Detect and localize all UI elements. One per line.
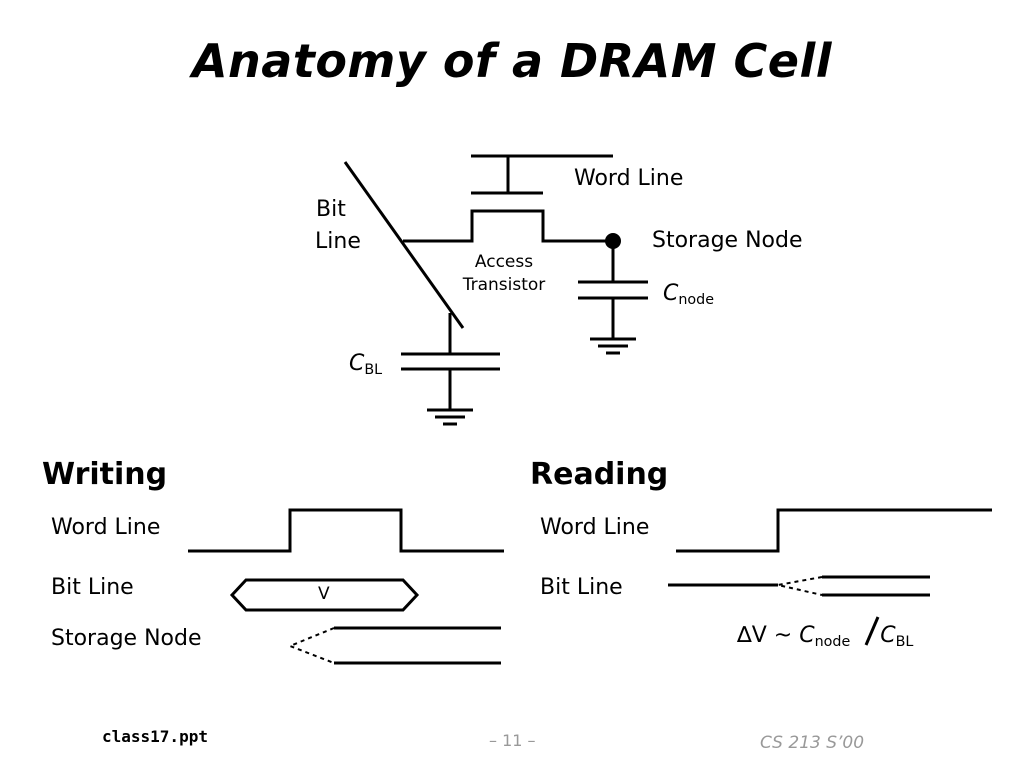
footer-filename: class17.ppt bbox=[102, 727, 208, 746]
footer-course: CS 213 S’00 bbox=[760, 733, 865, 753]
formula-c-bl-sub: BL bbox=[895, 634, 914, 650]
writing-storage-node-label: Storage Node bbox=[51, 626, 202, 651]
writing-word-line-label: Word Line bbox=[51, 515, 161, 540]
c-node-sub: node bbox=[678, 292, 715, 308]
formula-c-node-sub: node bbox=[814, 634, 851, 650]
delta-v-text: ∆V ~ bbox=[737, 623, 800, 648]
formula-c-node-main: C bbox=[799, 623, 815, 648]
storage-node-label: Storage Node bbox=[652, 228, 803, 253]
bit-line-label-1: Bit bbox=[316, 197, 346, 222]
formula-c-bl-main: C bbox=[880, 623, 896, 648]
access-transistor-label: Access Transistor bbox=[452, 251, 556, 297]
reading-word-line-wave bbox=[676, 508, 992, 553]
c-node-main: C bbox=[663, 281, 679, 306]
reading-bit-line-label: Bit Line bbox=[540, 575, 623, 600]
writing-word-line-wave bbox=[188, 508, 504, 553]
bit-line-wire bbox=[343, 161, 465, 329]
access-label-line2: Transistor bbox=[462, 275, 546, 295]
writing-storage-transition bbox=[287, 627, 335, 664]
bit-line-label-2: Line bbox=[315, 229, 361, 254]
ratio-slash bbox=[864, 616, 880, 646]
writing-bit-line-label: Bit Line bbox=[51, 575, 134, 600]
reading-heading: Reading bbox=[530, 457, 669, 492]
word-line-label: Word Line bbox=[574, 166, 684, 191]
c-node-label: Cnode bbox=[663, 281, 715, 308]
c-bl-main: C bbox=[349, 351, 365, 376]
c-bl-label: CBL bbox=[349, 351, 383, 378]
footer-page-number: – 11 – bbox=[489, 731, 536, 750]
writing-bit-line-wave bbox=[229, 578, 420, 612]
access-label-line1: Access bbox=[474, 252, 534, 272]
transistor-channel bbox=[403, 209, 613, 243]
writing-voltage-label: V bbox=[318, 584, 330, 604]
reading-word-line-label: Word Line bbox=[540, 515, 650, 540]
c-bl-sub: BL bbox=[364, 362, 383, 378]
slide-title: Anatomy of a DRAM Cell bbox=[191, 34, 833, 88]
reading-bit-line-split bbox=[777, 576, 823, 596]
writing-heading: Writing bbox=[42, 457, 168, 492]
